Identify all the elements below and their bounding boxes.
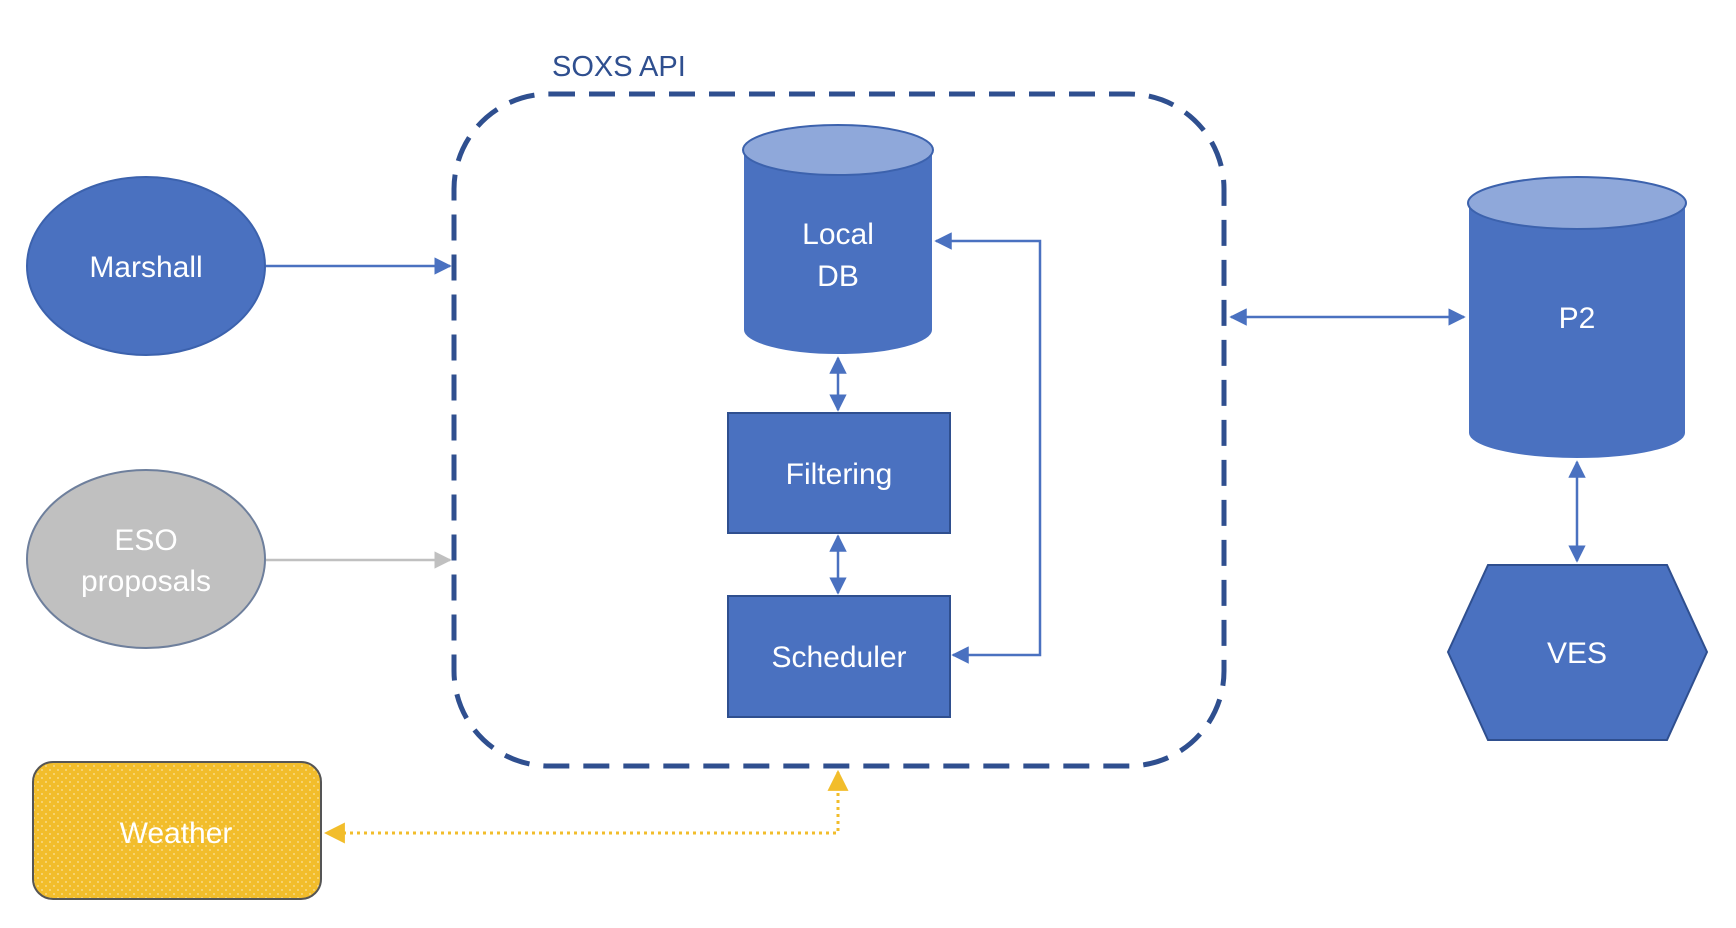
soxs-api-label: SOXS API (552, 51, 686, 83)
api-weather-arrow (323, 769, 849, 844)
weather-node: Weather (32, 761, 322, 900)
eso-proposals-label-line2: proposals (81, 565, 211, 598)
weather-label: Weather (120, 817, 233, 850)
filtering-node: Filtering (727, 412, 951, 534)
marshall-label: Marshall (89, 251, 202, 284)
p2-label: P2 (1559, 302, 1596, 335)
marshall-node: Marshall (26, 176, 266, 356)
local-db-node: Local DB (742, 124, 934, 356)
scheduler-label: Scheduler (771, 641, 906, 674)
eso-proposals-node: ESO proposals (26, 469, 266, 649)
ves-label: VES (1547, 637, 1607, 670)
scheduler-node: Scheduler (727, 595, 951, 718)
filtering-label: Filtering (786, 458, 893, 491)
local-db-label-line1: Local (802, 218, 874, 251)
eso-proposals-label-line1: ESO (114, 524, 177, 557)
local-db-label-line2: DB (817, 260, 859, 293)
soxs-api-group (451, 91, 1227, 769)
scheduler-localdb-loop-arrow (934, 232, 1042, 664)
ves-node: VES (1446, 564, 1709, 741)
p2-node: P2 (1467, 176, 1687, 460)
